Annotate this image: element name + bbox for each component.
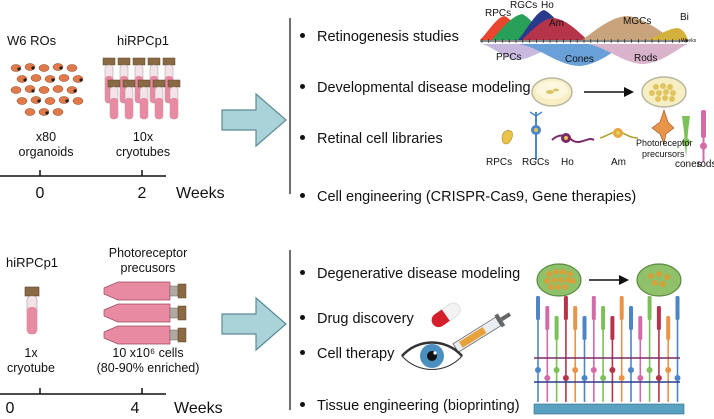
cryotube-icon: [122, 79, 136, 120]
arrow-bottom: [221, 296, 287, 352]
photoreceptor-cell-icon: [637, 316, 644, 402]
retino-label-rpcs: RPCs: [485, 8, 512, 19]
pill-icon: [431, 302, 461, 328]
cryotube-icon: [107, 79, 121, 120]
bullet-dot: [300, 401, 305, 407]
culture-flasks: [103, 281, 187, 345]
retino-axis-end: Weeks: [681, 38, 697, 44]
tube-unit-top: cryotubes: [115, 145, 171, 159]
axis-label-top: Weeks: [176, 185, 225, 202]
timeline-top: [0, 170, 166, 177]
timeline-bottom: [0, 388, 166, 395]
photoreceptor-cell-icon: [572, 306, 579, 402]
lib-label-am: Am: [611, 157, 626, 168]
photoreceptor-cell-icon: [609, 316, 616, 402]
cells-count: 10 x10⁶ cells: [112, 346, 184, 360]
photoreceptor-cell-icon: [655, 306, 662, 402]
culture-flask-icon: [103, 281, 187, 301]
retinogenesis-chart: [480, 10, 688, 66]
use-drug-discovery: Drug discovery: [300, 311, 414, 327]
tube-count-top: 10x: [132, 130, 154, 144]
bullet-dot: [300, 32, 305, 38]
photoreceptor-cell-icon: [665, 316, 672, 402]
tube-unit-bottom: cryotube: [7, 361, 55, 375]
culture-flask-icon: [103, 325, 187, 345]
lib-label-rods: rods: [697, 159, 714, 170]
use-developmental-disease: Developmental disease modeling: [300, 80, 531, 96]
retino-label-rods: Rods: [634, 53, 658, 64]
photoreceptor-cell-icon: [600, 306, 607, 402]
axis-label-bottom: Weeks: [174, 400, 223, 417]
retino-label-rgcs: RGCs: [510, 0, 538, 11]
bullet-dot: [300, 269, 305, 275]
ro-count: x80: [35, 130, 57, 144]
use-cell-engineering: Cell engineering (CRISPR-Cas9, Gene ther…: [300, 189, 636, 205]
hirpc-label-top: hiRPCp1: [117, 33, 170, 48]
hirpc-label-bottom: hiRPCp1: [6, 255, 59, 270]
cryotube-icon: [137, 79, 151, 120]
retino-label-cones: Cones: [565, 54, 594, 65]
retino-label-ho: Ho: [541, 0, 554, 11]
arrow-top: [221, 92, 287, 148]
tick-0-bottom: 0: [5, 400, 15, 417]
photoreceptor-cell-icon: [590, 296, 597, 402]
lib-label-precursors: precursors: [642, 149, 685, 159]
tick-2-top: 2: [137, 185, 147, 202]
petri-dishes-degenerative: [536, 263, 682, 297]
use-tissue-engineering: Tissue engineering (bioprinting): [300, 398, 520, 414]
tick-4-bottom: 4: [130, 400, 140, 417]
ro-unit: organoids: [18, 145, 74, 159]
cells-enriched: (80-90% enriched): [96, 361, 200, 375]
tissue-engineering-illustration: [533, 296, 685, 415]
bullet-dot: [300, 314, 305, 320]
bullet-dot: [300, 83, 305, 89]
pr-label-1: Photoreceptor: [108, 246, 188, 260]
tube-count-bottom: 1x: [24, 346, 38, 360]
photoreceptor-cell-icon: [581, 316, 588, 402]
cryotubes-illustration: [102, 57, 181, 120]
bullet-dot: [300, 134, 305, 140]
cell-library-illustration: [501, 109, 707, 162]
use-cell-libraries: Retinal cell libraries: [300, 131, 443, 147]
petri-dishes-developmental: [531, 76, 687, 108]
use-degenerative-disease: Degenerative disease modeling: [300, 266, 520, 282]
retino-label-mgcs: MGCs: [623, 16, 652, 27]
retino-label-bi: Bi: [680, 12, 689, 23]
lib-label-rpcs: RPCs: [486, 157, 513, 168]
pr-label-2: precusors: [120, 261, 176, 275]
cryotube-icon: [167, 79, 181, 120]
bracket-top: [289, 18, 291, 194]
photoreceptor-cell-icon: [535, 296, 541, 402]
retino-label-ppcs: PPCs: [496, 52, 522, 63]
retino-label-am: Am: [549, 18, 564, 29]
lib-label-ho: Ho: [561, 157, 574, 168]
ro-label: W6 ROs: [7, 33, 57, 48]
organoids-illustration: [10, 63, 84, 116]
use-cell-therapy: Cell therapy: [300, 346, 394, 362]
single-cryotube: [24, 286, 40, 335]
bullet-dot: [300, 349, 305, 355]
lib-label-rgcs: RGCs: [522, 157, 550, 168]
photoreceptor-cell-icon: [553, 316, 560, 402]
use-retinogenesis: Retinogenesis studies: [300, 29, 459, 45]
photoreceptor-cell-icon: [544, 306, 551, 402]
eye-syringe-icon: [401, 312, 512, 370]
cryotube-icon: [152, 79, 166, 120]
lib-label-photoreceptor: Photoreceptor: [636, 138, 693, 148]
photoreceptor-cell-icon: [646, 296, 653, 402]
photoreceptor-cell-icon: [618, 296, 625, 402]
photoreceptor-cell-icon: [628, 306, 634, 402]
tick-0-top: 0: [35, 185, 45, 202]
culture-flask-icon: [103, 303, 187, 323]
bullet-dot: [300, 192, 305, 198]
lib-label-cones: cones: [675, 159, 702, 170]
bracket-bottom: [289, 250, 291, 410]
photoreceptor-cell-icon: [674, 296, 681, 402]
photoreceptor-cell-icon: [562, 296, 569, 402]
